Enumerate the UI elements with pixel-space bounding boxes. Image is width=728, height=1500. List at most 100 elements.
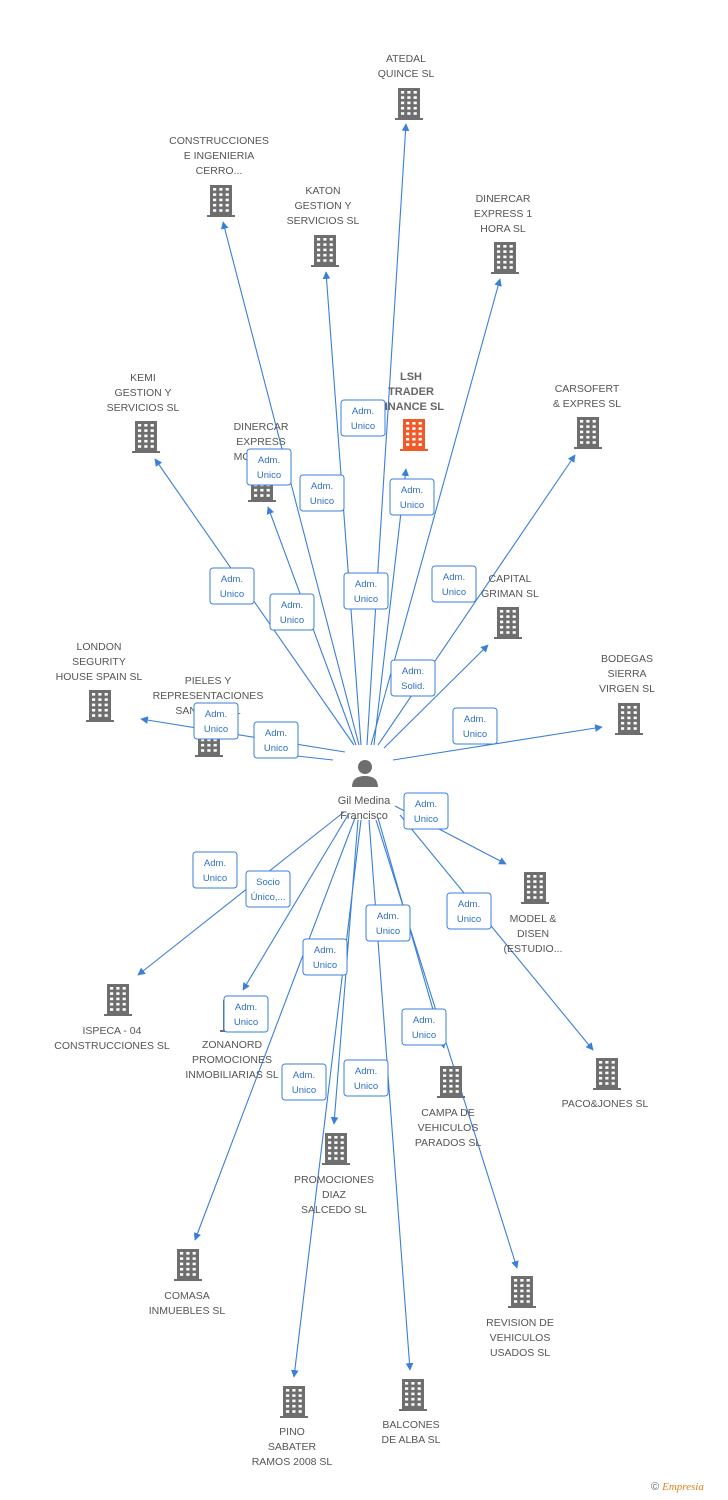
role-text-line: Adm. — [352, 406, 374, 417]
role-text-line: Adm. — [205, 709, 227, 720]
company-label-line: PROMOCIONES — [192, 1054, 272, 1066]
company-node-atedal[interactable]: ATEDAL QUINCE SL — [378, 53, 435, 120]
company-node-model[interactable]: MODEL & DISEN (ESTUDIO... — [504, 872, 563, 955]
role-badge-lsh-trader[interactable]: Adm.Unico — [343, 572, 389, 610]
role-text-line: Adm. — [265, 728, 287, 739]
role-text-line: Adm. — [377, 911, 399, 922]
role-text-line: Adm. — [401, 485, 423, 496]
company-label-line: DE ALBA SL — [382, 1434, 441, 1446]
company-label-line: GESTION Y — [295, 200, 352, 212]
role-text-line: Unico — [414, 814, 438, 825]
company-label-line: ZONANORD — [202, 1039, 263, 1051]
role-text-line: Unico — [310, 496, 334, 507]
building-icon — [494, 607, 522, 639]
company-label-line: SALCEDO SL — [301, 1204, 367, 1216]
role-text-line: Unico — [442, 587, 466, 598]
building-icon — [207, 185, 235, 217]
company-label-line: MODEL & — [510, 913, 557, 925]
role-text-line: Solid. — [401, 681, 425, 692]
edge-london — [140, 716, 346, 753]
brand-footer[interactable]: ©Empresia — [651, 1481, 704, 1493]
role-badge-ispeca[interactable]: Adm.Unico — [192, 851, 238, 889]
edge-capital — [383, 644, 489, 749]
role-badge-paco[interactable]: Adm.Unico — [446, 892, 492, 930]
role-text-line: Adm. — [314, 945, 336, 956]
company-label-line: ATEDAL — [386, 53, 426, 65]
company-label-line: CERRO... — [196, 165, 243, 177]
building-icon — [311, 235, 339, 267]
role-text-line: Unico — [457, 914, 481, 925]
person-name-line-1: Gil Medina — [338, 795, 391, 807]
company-label-line: SABATER — [268, 1441, 317, 1453]
role-text-line: Unico — [264, 743, 288, 754]
company-label-line: INMUEBLES SL — [149, 1305, 226, 1317]
role-badge-model[interactable]: Adm.Unico — [403, 792, 449, 830]
edge-atedal — [366, 123, 410, 746]
role-badge-atedal[interactable]: Adm.Unico — [340, 399, 386, 437]
role-badge-dinercar-express-1[interactable]: Adm.Unico — [389, 478, 435, 516]
role-badge-kemi[interactable]: Adm.Unico — [209, 567, 255, 605]
role-text-line: Adm. — [413, 1015, 435, 1026]
company-label-line: CARSOFERT — [555, 383, 620, 395]
role-text-line: Unico — [220, 589, 244, 600]
role-badge-construcciones-cerro[interactable]: Adm.Unico — [269, 593, 315, 631]
role-badge-capital[interactable]: Adm.Solid. — [390, 659, 436, 697]
role-badge-campa[interactable]: Adm. Unico — [365, 904, 411, 942]
role-badge-carsofert[interactable]: Adm.Unico — [431, 565, 477, 603]
role-badge-balcones[interactable]: Adm.Unico — [343, 1059, 389, 1097]
company-node-paco[interactable]: PACO&JONES SL — [562, 1058, 649, 1110]
role-badge-promociones-diaz[interactable]: Adm.Unico — [302, 938, 348, 976]
edge-zonanord — [242, 814, 349, 991]
company-label-line: BALCONES — [382, 1419, 439, 1431]
building-icon — [521, 872, 549, 904]
company-node-carsofert[interactable]: CARSOFERT& EXPRES SL — [553, 383, 621, 449]
role-text-line: Adm. — [311, 481, 333, 492]
company-label-line: TRADER — [388, 386, 434, 398]
company-label-line: RAMOS 2008 SL — [252, 1456, 333, 1468]
role-badge-pieles[interactable]: Adm. Unico — [253, 721, 299, 759]
role-text-line: Unico — [204, 724, 228, 735]
role-text-line: Unico — [234, 1017, 258, 1028]
building-icon — [104, 984, 132, 1016]
company-label-line: KATON — [305, 185, 340, 197]
company-label-line: (ESTUDIO... — [504, 943, 563, 955]
company-label-line: GESTION Y — [115, 387, 172, 399]
building-icon — [86, 690, 114, 722]
company-label-line: DISEN — [517, 928, 549, 940]
building-icon — [437, 1066, 465, 1098]
building-icon — [174, 1249, 202, 1281]
role-badge-bodegas[interactable]: Adm.Unico — [452, 707, 498, 745]
company-label-line: ISPECA - 04 — [83, 1025, 142, 1037]
company-label-line: E INGENIERIA — [184, 150, 255, 162]
role-text-line: Unico — [376, 926, 400, 937]
role-text-line: Unico — [412, 1030, 436, 1041]
role-badge-revision[interactable]: Adm. Unico — [401, 1008, 447, 1046]
role-badge-katon[interactable]: Adm. Unico — [299, 474, 345, 512]
company-label-line: EXPRESS 1 — [474, 208, 533, 220]
building-icon — [593, 1058, 621, 1090]
role-badge-dinercar-motor[interactable]: Adm.Unico — [246, 448, 292, 486]
role-badge-comasa[interactable]: Adm.Unico — [223, 995, 269, 1033]
company-node-balcones[interactable]: BALCONES DE ALBA SL — [382, 1379, 441, 1446]
edge-ispeca — [137, 811, 345, 976]
role-badge-london[interactable]: Adm. Unico — [193, 702, 239, 740]
role-badge-zonanord[interactable]: SocioÚnico,... — [245, 870, 291, 908]
building-icon — [399, 1379, 427, 1411]
person-node[interactable]: Gil Medina Francisco — [338, 760, 391, 822]
company-label-line: QUINCE SL — [378, 68, 435, 80]
role-badge-pino[interactable]: Adm.Unico — [281, 1063, 327, 1101]
